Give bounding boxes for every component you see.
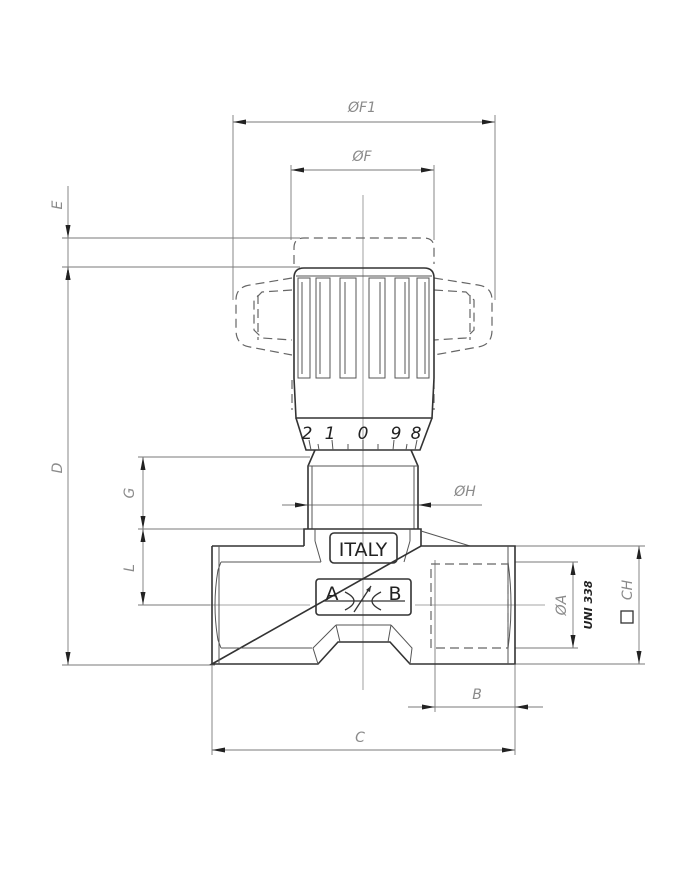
dimension-d-label: D xyxy=(50,462,66,473)
dimension-b: B xyxy=(408,560,543,712)
scale-mark-9: 9 xyxy=(391,424,402,444)
scale-mark-0: 0 xyxy=(358,424,369,444)
valve-body xyxy=(208,528,516,665)
dimension-ch: CH xyxy=(515,545,645,665)
port-a-label: A xyxy=(326,583,339,605)
flow-direction-label-box: A B xyxy=(315,578,412,616)
dimension-l-label: L xyxy=(122,564,138,572)
valve-stem xyxy=(307,449,419,529)
dimension-b-label: B xyxy=(472,687,482,703)
dimension-c: C xyxy=(211,665,516,755)
dimension-f: ØF xyxy=(290,149,435,240)
origin-label-box: ITALY xyxy=(329,532,398,564)
dimension-f1-label: ØF1 xyxy=(347,100,376,116)
port-b-label: B xyxy=(388,583,401,605)
dimension-f1: ØF1 xyxy=(232,100,496,300)
knob-ribbed-grip xyxy=(293,267,435,419)
dimension-l: L xyxy=(122,529,210,606)
dimension-g: G xyxy=(122,456,310,530)
dimension-a: ØA UNI 338 xyxy=(515,561,595,649)
dimension-e: E xyxy=(50,186,300,280)
dimension-c-label: C xyxy=(355,730,365,746)
thread-standard-label: UNI 338 xyxy=(582,580,595,629)
dimension-e-label: E xyxy=(50,200,66,209)
scale-mark-2: 2 xyxy=(302,424,313,444)
origin-label: ITALY xyxy=(339,539,388,561)
dimension-h: ØH xyxy=(282,484,482,508)
square-wrench-icon xyxy=(620,610,634,624)
dimension-g-label: G xyxy=(122,487,138,498)
dimension-h-label: ØH xyxy=(453,484,476,500)
dimension-a-label: ØA xyxy=(554,595,570,617)
adjustable-throttle-icon xyxy=(323,585,405,613)
knob-wing-handle-hidden xyxy=(235,237,493,410)
scale-mark-1: 1 xyxy=(325,424,336,444)
dimension-ch-label: CH xyxy=(620,579,636,600)
knob-scale: 2 1 0 9 8 xyxy=(295,417,433,451)
dimension-f-label: ØF xyxy=(351,149,372,165)
dimension-d: D xyxy=(50,267,215,666)
scale-mark-8: 8 xyxy=(411,424,422,444)
